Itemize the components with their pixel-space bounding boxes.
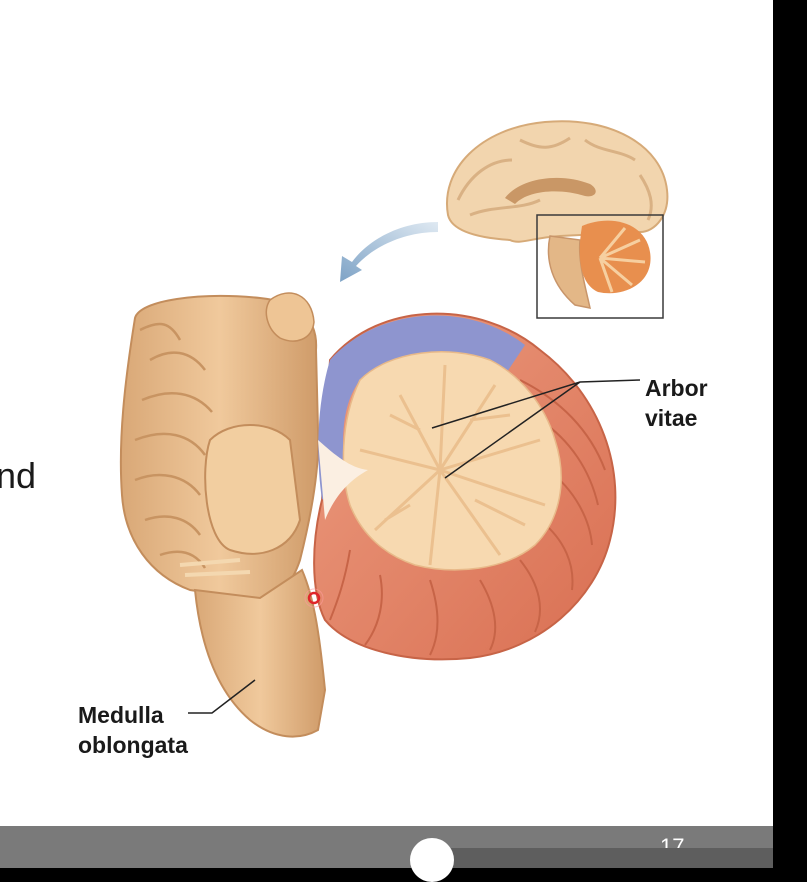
inset-arbor bbox=[598, 227, 646, 293]
page-number: 17 bbox=[660, 834, 685, 848]
cerebellum-anterior-lobe bbox=[318, 315, 525, 500]
inset-corpus-callosum bbox=[505, 177, 596, 204]
arbor-branches bbox=[359, 364, 546, 566]
marker-glow bbox=[304, 588, 324, 608]
slide-canvas: nd bbox=[0, 0, 773, 826]
progress-scrub-handle[interactable] bbox=[410, 838, 454, 882]
main-cerebellum bbox=[313, 312, 617, 661]
inset-cerebellum bbox=[579, 220, 651, 294]
medulla-oblongata-label: Medulla oblongata bbox=[78, 702, 188, 758]
cranial-nerve bbox=[179, 558, 251, 577]
arbor-vitae-label: Arbor vitae bbox=[645, 375, 708, 431]
arbor-vitae-leader bbox=[431, 379, 641, 479]
fourth-ventricle bbox=[318, 440, 368, 520]
colliculi bbox=[265, 292, 315, 342]
inset-brain bbox=[445, 120, 669, 309]
inset-cortex-folds bbox=[456, 136, 653, 221]
cerebellum-illustration bbox=[119, 120, 669, 738]
cerebral-peduncle bbox=[204, 424, 302, 555]
inset-zoom-box bbox=[536, 214, 664, 319]
medulla bbox=[193, 568, 327, 738]
medulla-leader bbox=[188, 679, 256, 714]
pons-striations bbox=[134, 322, 213, 569]
cerebellum-folia bbox=[329, 379, 606, 656]
progress-bar-remaining[interactable] bbox=[450, 848, 773, 868]
main-brainstem bbox=[119, 292, 327, 738]
zoom-arrow bbox=[340, 222, 438, 282]
slide-text-fragment: nd bbox=[0, 455, 37, 496]
marker-point bbox=[307, 591, 321, 605]
